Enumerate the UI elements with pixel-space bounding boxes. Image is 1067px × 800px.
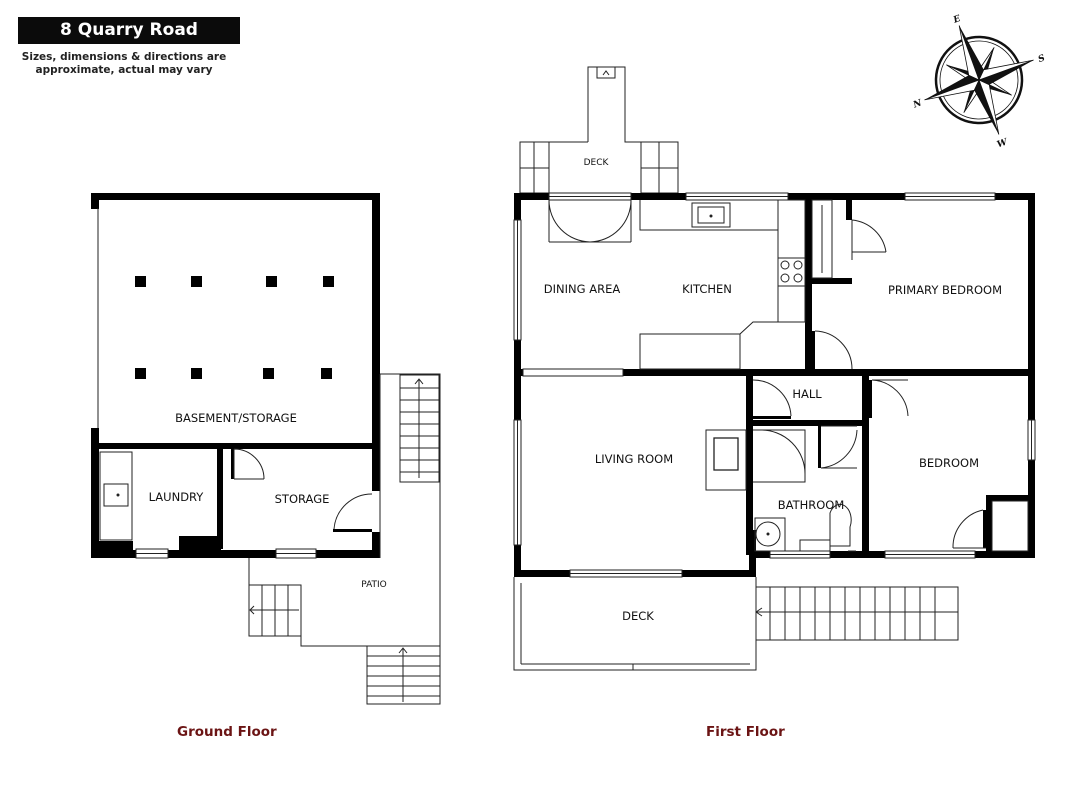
room-label-living: LIVING ROOM xyxy=(595,452,673,466)
primary-closet xyxy=(811,199,833,279)
bedroom-closet-wall xyxy=(986,495,1028,501)
compass-n-letter: N xyxy=(911,98,924,111)
compass-north-letter: E xyxy=(951,14,962,26)
hall-bottom-wall xyxy=(746,420,864,426)
disclaimer-line-2: approximate, actual may vary xyxy=(35,64,213,76)
patio-stairs-bottom xyxy=(366,645,441,705)
room-label-deck-bottom: DECK xyxy=(622,609,654,623)
laundry-storage-divider xyxy=(217,449,223,549)
bathroom-left-wall xyxy=(746,420,753,555)
bottom-deck: DECK xyxy=(513,577,757,671)
patio-stairs-right xyxy=(399,374,440,483)
room-label-basement: BASEMENT/STORAGE xyxy=(175,411,297,425)
first-wall-left xyxy=(514,193,521,577)
room-label-bedroom: BEDROOM xyxy=(919,456,979,470)
kitchen-stove xyxy=(777,257,806,287)
bathroom-shower-door xyxy=(753,429,806,483)
storage-door-right xyxy=(333,493,373,532)
hall-door-right xyxy=(869,379,909,418)
page-title: 8 Quarry Road xyxy=(18,17,240,44)
kitchen-sink xyxy=(691,202,731,228)
first-floor-label: First Floor xyxy=(706,724,785,740)
storage-wall-right-a xyxy=(372,449,380,491)
laundry-corner xyxy=(99,541,133,551)
room-label-bathroom: BATHROOM xyxy=(778,498,845,512)
basement-wall-top xyxy=(91,193,380,200)
bathroom-door xyxy=(818,425,858,469)
room-label-laundry: LAUNDRY xyxy=(149,490,205,504)
basement-wall-bottom xyxy=(91,443,380,449)
bathroom-fixtures xyxy=(754,503,856,552)
storage-wall-right-b xyxy=(372,532,380,558)
room-label-storage: STORAGE xyxy=(275,492,330,506)
compass-rose: E S W N xyxy=(911,14,1047,150)
fireplace xyxy=(705,429,747,491)
bottom-deck-stairs xyxy=(755,586,959,641)
hall-door-left xyxy=(752,379,792,419)
room-label-primary-bedroom: PRIMARY BEDROOM xyxy=(888,283,1002,297)
room-label-dining: DINING AREA xyxy=(544,282,621,296)
ground-wall-bottom xyxy=(91,550,380,558)
primary-door-bottom xyxy=(812,330,853,370)
laundry-block xyxy=(179,536,221,556)
compass-south-letter: S xyxy=(1037,53,1047,65)
kitchen-counters xyxy=(639,199,806,370)
laundry-sink xyxy=(103,483,129,507)
dining-doors xyxy=(548,199,632,243)
top-deck: DECK xyxy=(519,66,679,194)
room-label-patio: PATIO xyxy=(361,580,387,590)
patio-stairs-left xyxy=(248,584,302,637)
compass-west-letter: W xyxy=(996,137,1010,150)
first-floor-plan: DECK xyxy=(513,66,1036,671)
room-label-hall: HALL xyxy=(792,387,822,401)
basement-posts xyxy=(135,276,334,379)
room-label-kitchen: KITCHEN xyxy=(682,282,732,296)
kitchen-primary-divider xyxy=(805,193,812,371)
disclaimer-line-1: Sizes, dimensions & directions are xyxy=(21,51,227,63)
primary-door-top xyxy=(851,219,887,260)
basement-wall-left xyxy=(91,428,99,558)
bedroom-left-wall xyxy=(862,376,869,558)
room-label-deck-top: DECK xyxy=(584,158,610,168)
closet-wall xyxy=(812,278,852,284)
ground-floor-label: Ground Floor xyxy=(177,724,277,740)
ground-floor-plan: BASEMENT/STORAGE LAUNDRY STORAGE PATIO xyxy=(91,193,441,705)
first-mid-wall xyxy=(514,369,1035,376)
basement-wall-left-stub xyxy=(91,193,99,209)
patio-edge-bottom xyxy=(300,636,368,704)
hall-left-wall xyxy=(746,376,753,426)
bedroom-closet xyxy=(991,500,1029,552)
laundry-counter xyxy=(99,451,133,541)
disclaimer: Sizes, dimensions & directions are appro… xyxy=(18,51,230,77)
basement-wall-right xyxy=(372,193,380,448)
bedroom-door xyxy=(952,509,986,549)
storage-door-top xyxy=(231,448,265,480)
